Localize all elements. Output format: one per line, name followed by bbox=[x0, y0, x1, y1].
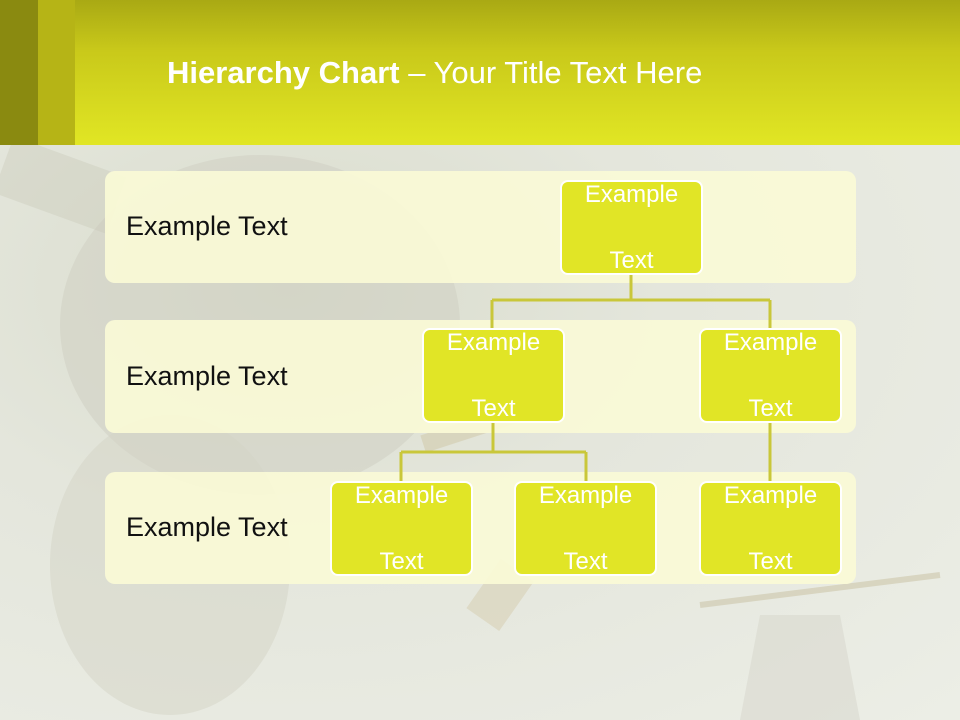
header-stripe-dark bbox=[0, 0, 38, 145]
level-band-1 bbox=[105, 171, 856, 283]
node-text-line1: Example bbox=[538, 482, 633, 509]
title-bold: Hierarchy Chart bbox=[167, 55, 400, 90]
slide-title: Hierarchy Chart – Your Title Text Here bbox=[167, 55, 702, 91]
level-label-3: Example Text bbox=[126, 512, 288, 542]
title-rest: Your Title Text Here bbox=[433, 55, 703, 90]
node-text-line2: Text bbox=[471, 395, 516, 422]
node-text-line2: Text bbox=[748, 395, 793, 422]
node-text-line1: Example bbox=[354, 482, 449, 509]
node-text-line2: Text bbox=[379, 548, 424, 575]
node-text-line2: Text bbox=[748, 548, 793, 575]
level-label-2: Example Text bbox=[126, 361, 288, 391]
header-bar bbox=[0, 0, 960, 145]
title-dash: – bbox=[399, 55, 434, 90]
node-text-line1: Example bbox=[723, 329, 818, 356]
node-text-line2: Text bbox=[563, 548, 608, 575]
node-text-line1: Example bbox=[584, 181, 679, 208]
node-text-line2: Text bbox=[609, 247, 654, 274]
node-text-line1: Example bbox=[723, 482, 818, 509]
level-label-1: Example Text bbox=[126, 211, 288, 241]
header-stripe-mid bbox=[38, 0, 75, 145]
node-text-line1: Example bbox=[446, 329, 541, 356]
